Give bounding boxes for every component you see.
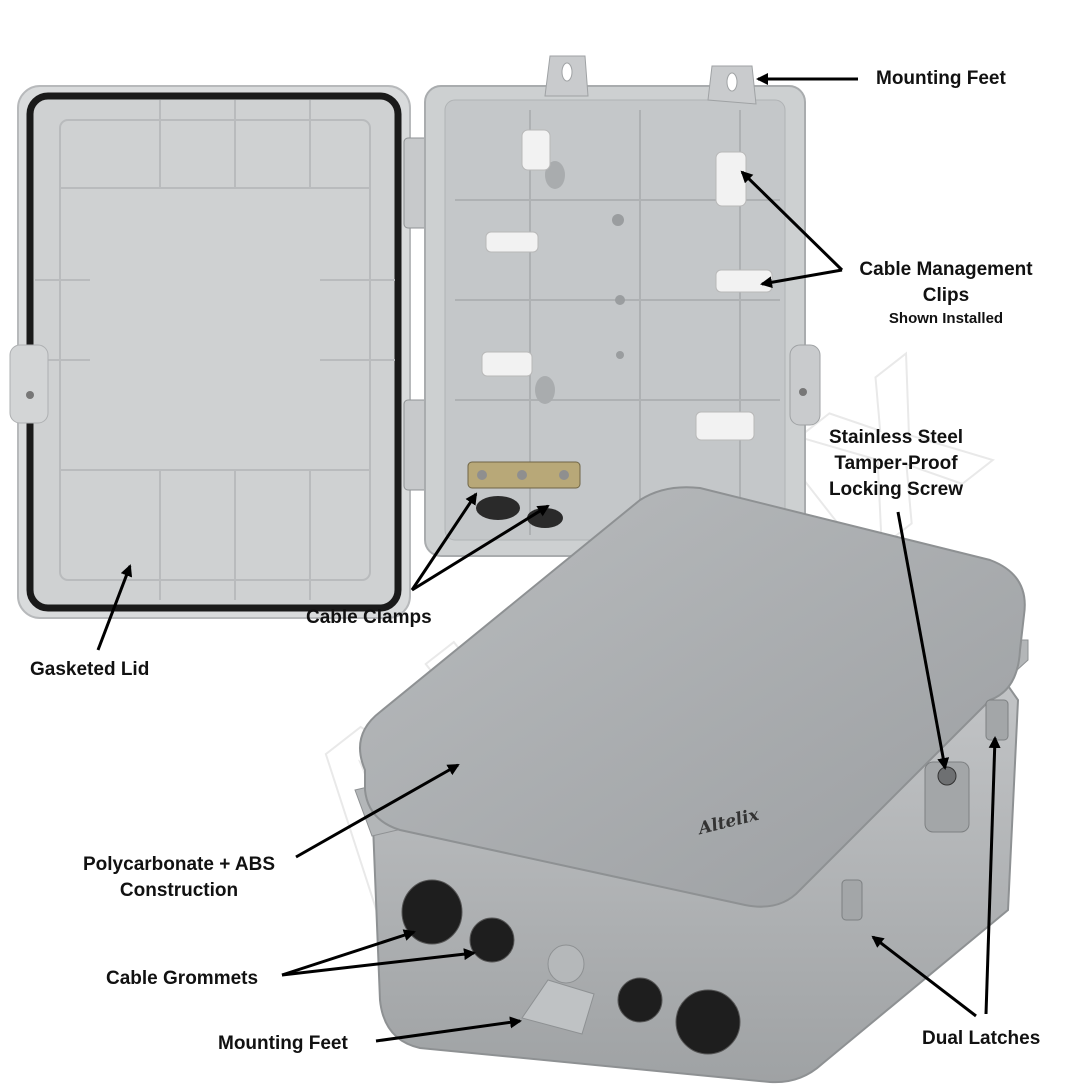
closed-enclosure bbox=[354, 486, 1029, 1084]
gasket bbox=[26, 92, 402, 612]
cable-clamp bbox=[467, 461, 581, 528]
label-mounting-feet-bottom: Mounting Feet bbox=[218, 1033, 348, 1054]
locking-line2: Tamper-Proof bbox=[834, 453, 958, 474]
label-construction: Polycarbonate + ABS Construction bbox=[74, 852, 284, 904]
label-cable-clamps: Cable Clamps bbox=[306, 607, 432, 628]
label-dual-latches: Dual Latches bbox=[922, 1028, 1041, 1049]
cable-mgmt-line1: Cable Management bbox=[859, 259, 1033, 280]
label-cable-management-clips: Cable Management Clips Shown Installed bbox=[846, 257, 1046, 329]
locking-line3: Locking Screw bbox=[828, 479, 964, 500]
callout-arrows bbox=[96, 73, 1001, 1043]
open-lid bbox=[9, 85, 411, 619]
cable-mgmt-line3: Shown Installed bbox=[888, 310, 1004, 327]
construction-line1: Polycarbonate + ABS bbox=[83, 854, 275, 875]
label-cable-grommets: Cable Grommets bbox=[106, 968, 259, 989]
latch bbox=[841, 699, 1009, 921]
mounting-foot bbox=[544, 55, 757, 105]
knockout bbox=[547, 944, 585, 984]
label-locking-screw: Stainless Steel Tamper-Proof Locking Scr… bbox=[816, 425, 976, 503]
label-mounting-feet-top: Mounting Feet bbox=[876, 68, 1006, 89]
cable-mgmt-line2: Clips bbox=[922, 285, 970, 306]
mounting-foot bbox=[521, 979, 595, 1035]
label-gasketed-lid: Gasketed Lid bbox=[30, 659, 150, 680]
open-base bbox=[424, 55, 821, 557]
construction-line2: Construction bbox=[119, 880, 239, 901]
locking-line1: Stainless Steel bbox=[828, 427, 964, 448]
cable-grommet bbox=[401, 879, 741, 1055]
locking-screw bbox=[937, 766, 957, 786]
cable-management-clip bbox=[481, 129, 773, 441]
